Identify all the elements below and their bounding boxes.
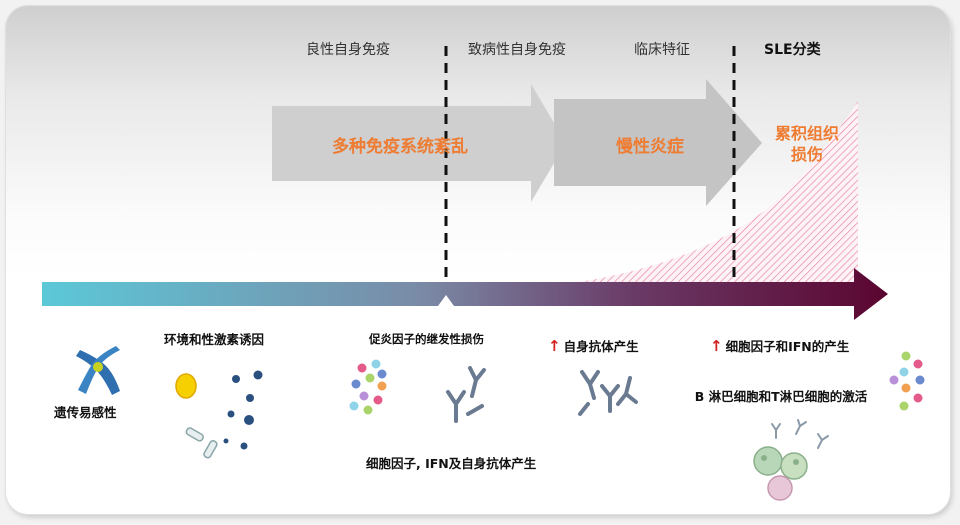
- virus-icon: [223, 370, 263, 450]
- label-tissue-damage: 累积组织损伤: [774, 124, 839, 164]
- arrow-chronic-inflammation: [554, 79, 762, 206]
- label-cytokine-ifn-autoantibody: 细胞因子, IFN及自身抗体产生: [366, 456, 537, 471]
- pill-icon: [175, 373, 197, 399]
- timeline-arrow: [42, 268, 888, 320]
- illustration-icons: [76, 346, 925, 501]
- tissue-damage-area: [566, 101, 858, 284]
- timeline-marker: [438, 295, 454, 306]
- antibody-icon: [446, 366, 486, 423]
- chromosome-icon: [76, 346, 120, 395]
- label-chronic-inflammation: 慢性炎症: [616, 137, 684, 157]
- arrow-immune-disorder: [272, 84, 566, 202]
- diagram-shapes: [42, 46, 888, 320]
- label-autoantibody-production: ↑自身抗体产生: [548, 337, 639, 355]
- label-proinflammatory-damage: 促炎因子的继发性损伤: [369, 332, 484, 346]
- cytokine-cluster-right-icon: [889, 351, 925, 411]
- up-arrow-icon: ↑: [548, 337, 561, 355]
- cytokine-cluster-icon: [349, 359, 387, 415]
- label-immune-disorder: 多种免疫系统紊乱: [332, 137, 468, 157]
- phase-sle-classification: SLE分类: [764, 42, 821, 58]
- phase-benign-autoimmunity: 良性自身免疫: [306, 42, 390, 58]
- small-antibody-icon: [771, 419, 829, 449]
- label-genetic-susceptibility: 遗传易感性: [54, 405, 117, 420]
- antibody-cluster-icon: [578, 370, 638, 416]
- tablet-icon: [185, 427, 218, 459]
- up-arrow-icon: ↑: [710, 337, 723, 355]
- phase-clinical-features: 临床特征: [634, 42, 690, 58]
- label-bt-lymphocyte-activation: B 淋巴细胞和T淋巴细胞的激活: [694, 389, 868, 404]
- phase-pathogenic-autoimmunity: 致病性自身免疫: [468, 42, 566, 58]
- label-cytokine-ifn-production: ↑细胞因子和IFN的产生: [710, 337, 850, 355]
- diagram-frame: 良性自身免疫 致病性自身免疫 临床特征 SLE分类 多种免疫系统紊乱 慢性炎症 …: [6, 6, 950, 514]
- lymphocyte-icon: [753, 446, 808, 501]
- label-environment-hormones: 环境和性激素诱因: [164, 332, 265, 347]
